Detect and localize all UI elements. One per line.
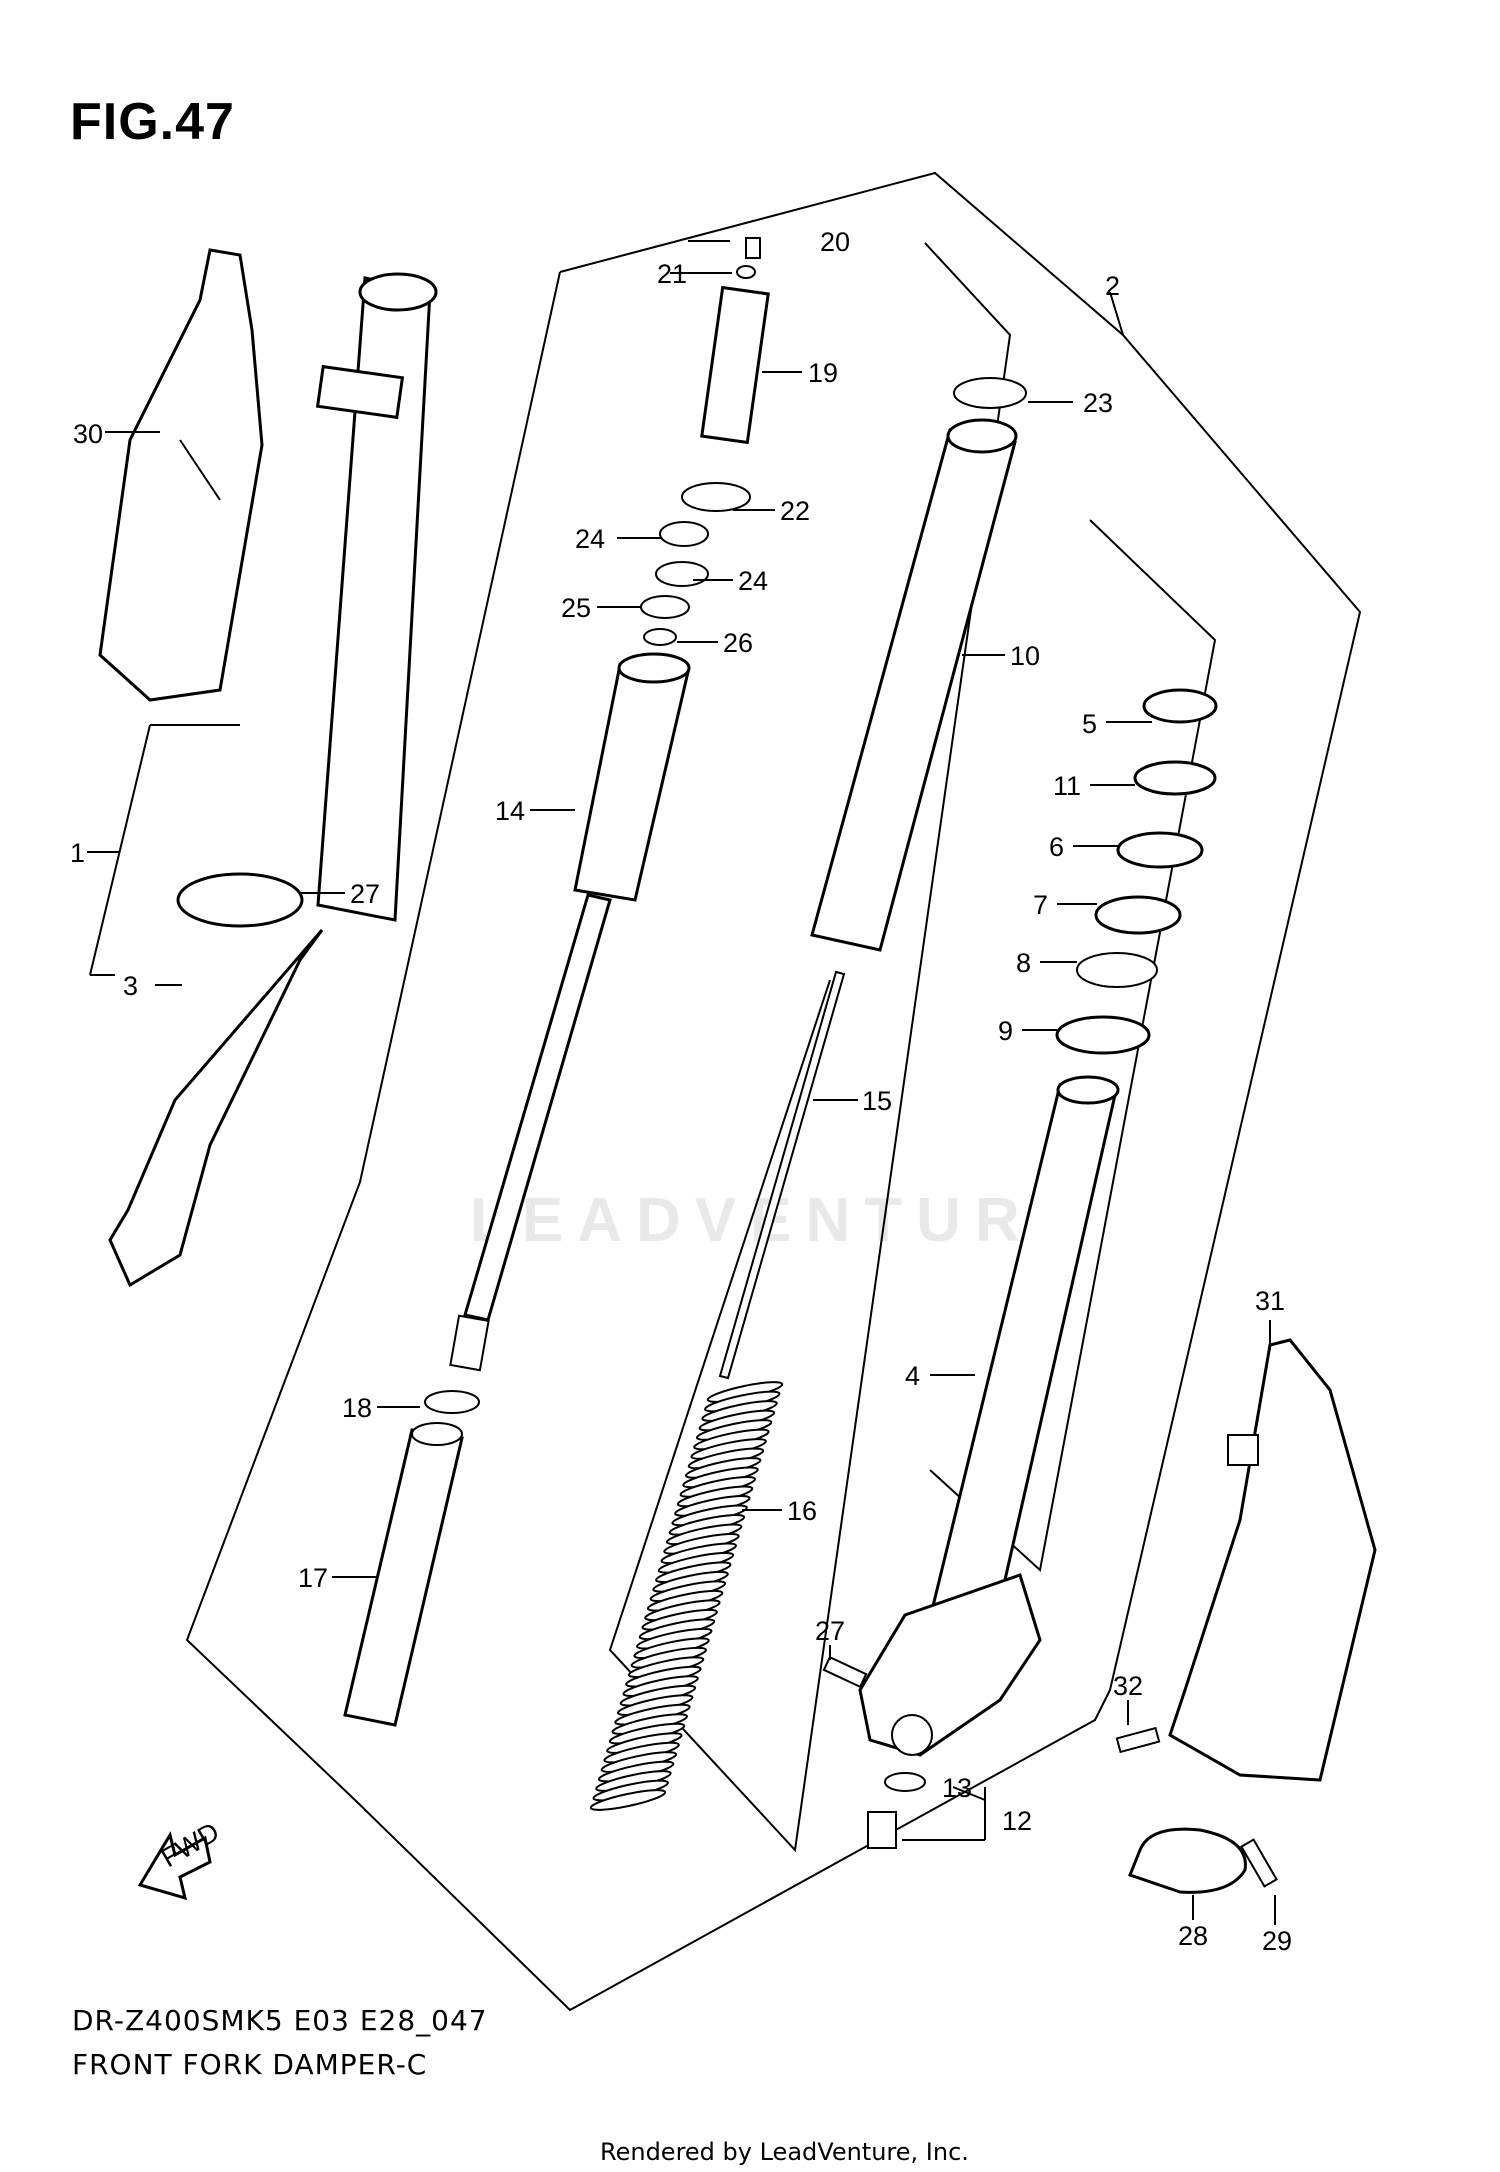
spring-coil (589, 1789, 667, 1811)
callout-22: 22 (780, 496, 810, 526)
drain-bolt-12 (867, 1772, 926, 1849)
callout-7: 7 (1033, 890, 1048, 920)
callout-16: 16 (787, 1496, 817, 1526)
callout-6: 6 (1049, 832, 1064, 862)
guard-clamp-29 (1128, 1827, 1278, 1894)
inner-tube-10 (810, 377, 1027, 952)
bolt-27 (822, 1655, 868, 1689)
assembly-outline (185, 171, 1362, 2012)
spring-16 (589, 1381, 784, 1811)
callout-5: 5 (1082, 709, 1097, 739)
callout-14: 14 (495, 796, 525, 826)
callout-29: 28 (1178, 1921, 1208, 1951)
inner-outline-a (608, 242, 1012, 1853)
callout-2: 2 (1105, 271, 1120, 301)
outer-tube-4 (858, 1075, 1120, 1757)
callout-15: 15 (862, 1086, 892, 1116)
callout-25: 25 (561, 593, 591, 623)
callout-10: 10 (1010, 641, 1040, 671)
callout-20: 20 (820, 227, 850, 257)
callout-26: 26 (723, 628, 753, 658)
callout-4: 4 (905, 1361, 920, 1391)
fwd-arrow: FWD (137, 1816, 224, 1901)
bushings-and-seals (1055, 688, 1218, 1055)
callout-13: 13 (942, 1773, 972, 1803)
fork-guard-right (1115, 1338, 1377, 1782)
fork-assembly-left (108, 272, 438, 1288)
callout-9: 9 (998, 1016, 1013, 1046)
callout-19: 19 (808, 358, 838, 388)
rendered-by-credit: Rendered by LeadVenture, Inc. (600, 2138, 969, 2166)
callout-30: 29 (1262, 1926, 1292, 1956)
callout-24b: 24 (738, 566, 768, 596)
callout-17: 17 (298, 1563, 328, 1593)
damper-cylinder (449, 652, 691, 1372)
leader-lines (87, 240, 1276, 1925)
model-code: DR-Z400SMK5 E03 E28_047 (72, 2004, 488, 2037)
callout-1: 1 (70, 838, 85, 868)
callout-12: 12 (1002, 1806, 1032, 1836)
callout-18: 18 (342, 1393, 372, 1423)
figure-title: FIG.47 (70, 93, 235, 151)
callout-27: 27 (815, 1616, 845, 1646)
callout-31: 30 (73, 419, 103, 449)
figure-description: FRONT FORK DAMPER-C (72, 2048, 428, 2081)
callout-32: 31 (1255, 1286, 1285, 1316)
callout-24a: 24 (575, 524, 605, 554)
damper-top-assembly (640, 237, 770, 646)
callout-8: 8 (1016, 948, 1031, 978)
fork-guard-left (98, 248, 264, 702)
callout-21: 21 (657, 259, 687, 289)
rod-guide-17 (343, 1390, 480, 1727)
rod-15 (718, 970, 846, 1380)
callout-11: 11 (1053, 771, 1081, 801)
callout-33: 32 (1113, 1671, 1143, 1701)
callout-28: 27 (350, 879, 380, 909)
callout-23: 23 (1083, 388, 1113, 418)
callout-labels: 30 1 3 27 2 23 10 5 11 6 7 8 9 4 31 14 1… (70, 227, 1292, 1956)
callout-3: 3 (123, 971, 138, 1001)
